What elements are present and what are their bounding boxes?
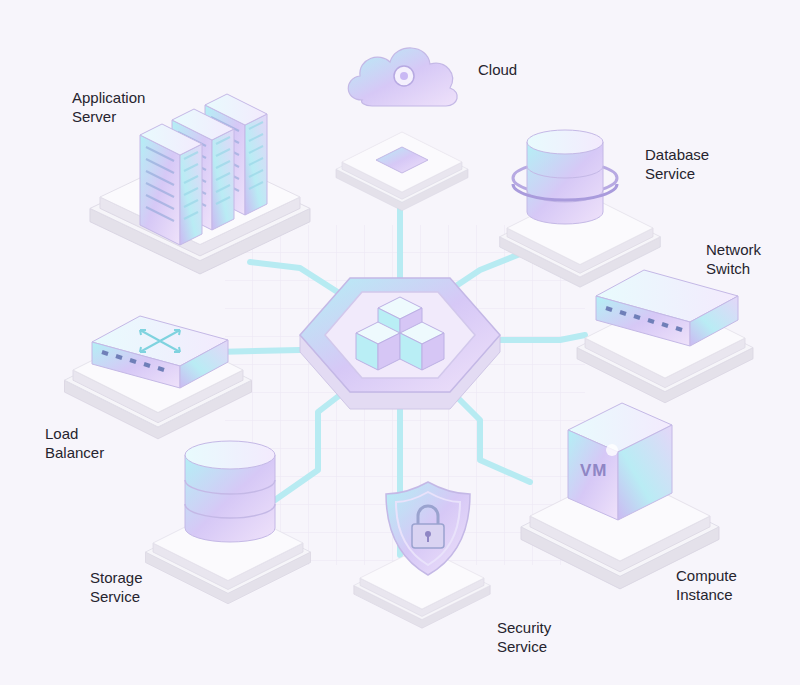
icon-label: VM [580,461,608,481]
platform-node: Cloud [335,130,470,205]
node-label: Storage Service [90,568,180,606]
platform-node: Compute Instance [520,478,720,573]
node-label: Cloud [478,60,548,79]
platform-node: Database Service [500,195,665,275]
platform-node: Application Server [95,150,315,260]
node-label: Database Service [645,145,745,183]
node-label: Compute Instance [676,566,766,604]
platform-node: Network Switch [575,300,755,385]
node-label: Load Balancer [45,424,135,462]
node-label: Security Service [497,618,587,656]
node-label: Network Switch [706,240,796,278]
node-label: Application Server [72,88,172,126]
platform-node: Storage Service [148,505,313,590]
platform-node: Load Balancer [65,330,255,425]
platform-node: Security Service [355,545,495,615]
